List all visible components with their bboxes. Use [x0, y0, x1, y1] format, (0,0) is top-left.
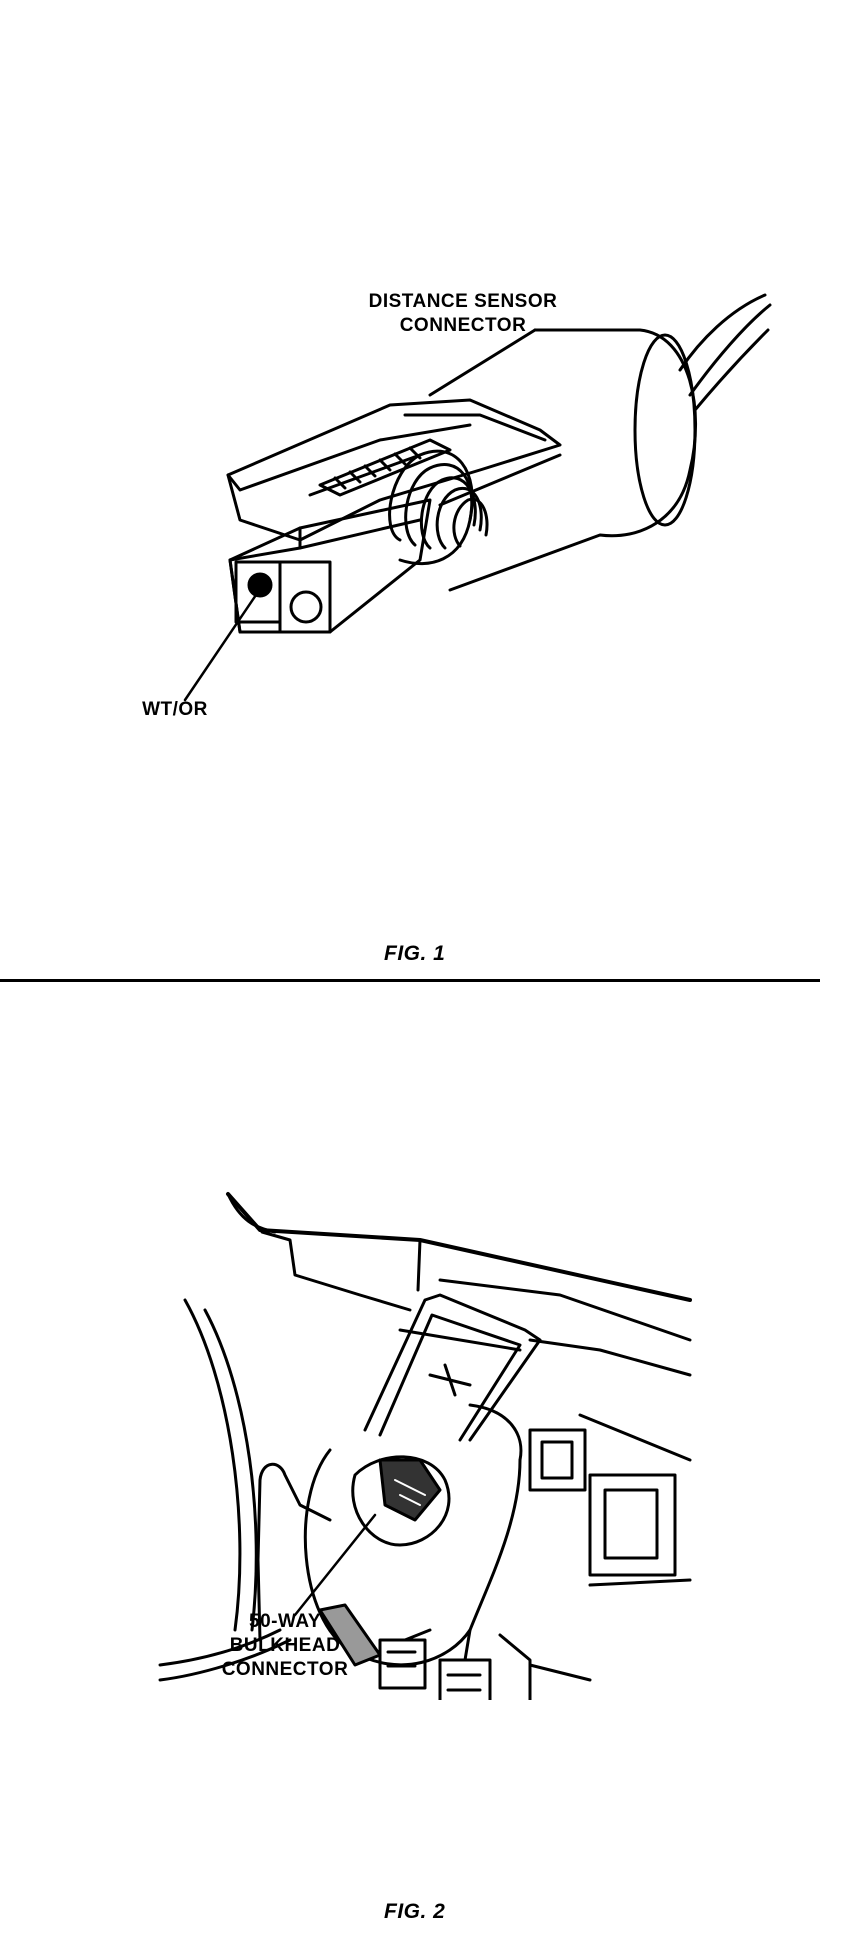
bulkhead-connector-drawing	[158, 1192, 692, 1700]
connector-label-line1: DISTANCE SENSOR	[368, 291, 558, 312]
wire-color-label: WT/OR	[142, 699, 208, 720]
bulkhead-label-line1: 50-WAY	[249, 1611, 321, 1632]
bulkhead-connector-label: 50-WAY BULKHEAD CONNECTOR	[190, 1610, 380, 1682]
connector-label: DISTANCE SENSOR CONNECTOR	[318, 290, 608, 338]
bulkhead-label-line3: CONNECTOR	[221, 1659, 349, 1680]
section-divider	[0, 979, 820, 982]
connector-label-line2: CONNECTOR	[399, 315, 527, 336]
bulkhead-label-line2: BULKHEAD	[229, 1635, 341, 1656]
figure-1-caption: FIG. 1	[384, 942, 446, 965]
distance-sensor-connector-drawing	[183, 293, 772, 702]
figure-2-caption: FIG. 2	[384, 1900, 446, 1923]
